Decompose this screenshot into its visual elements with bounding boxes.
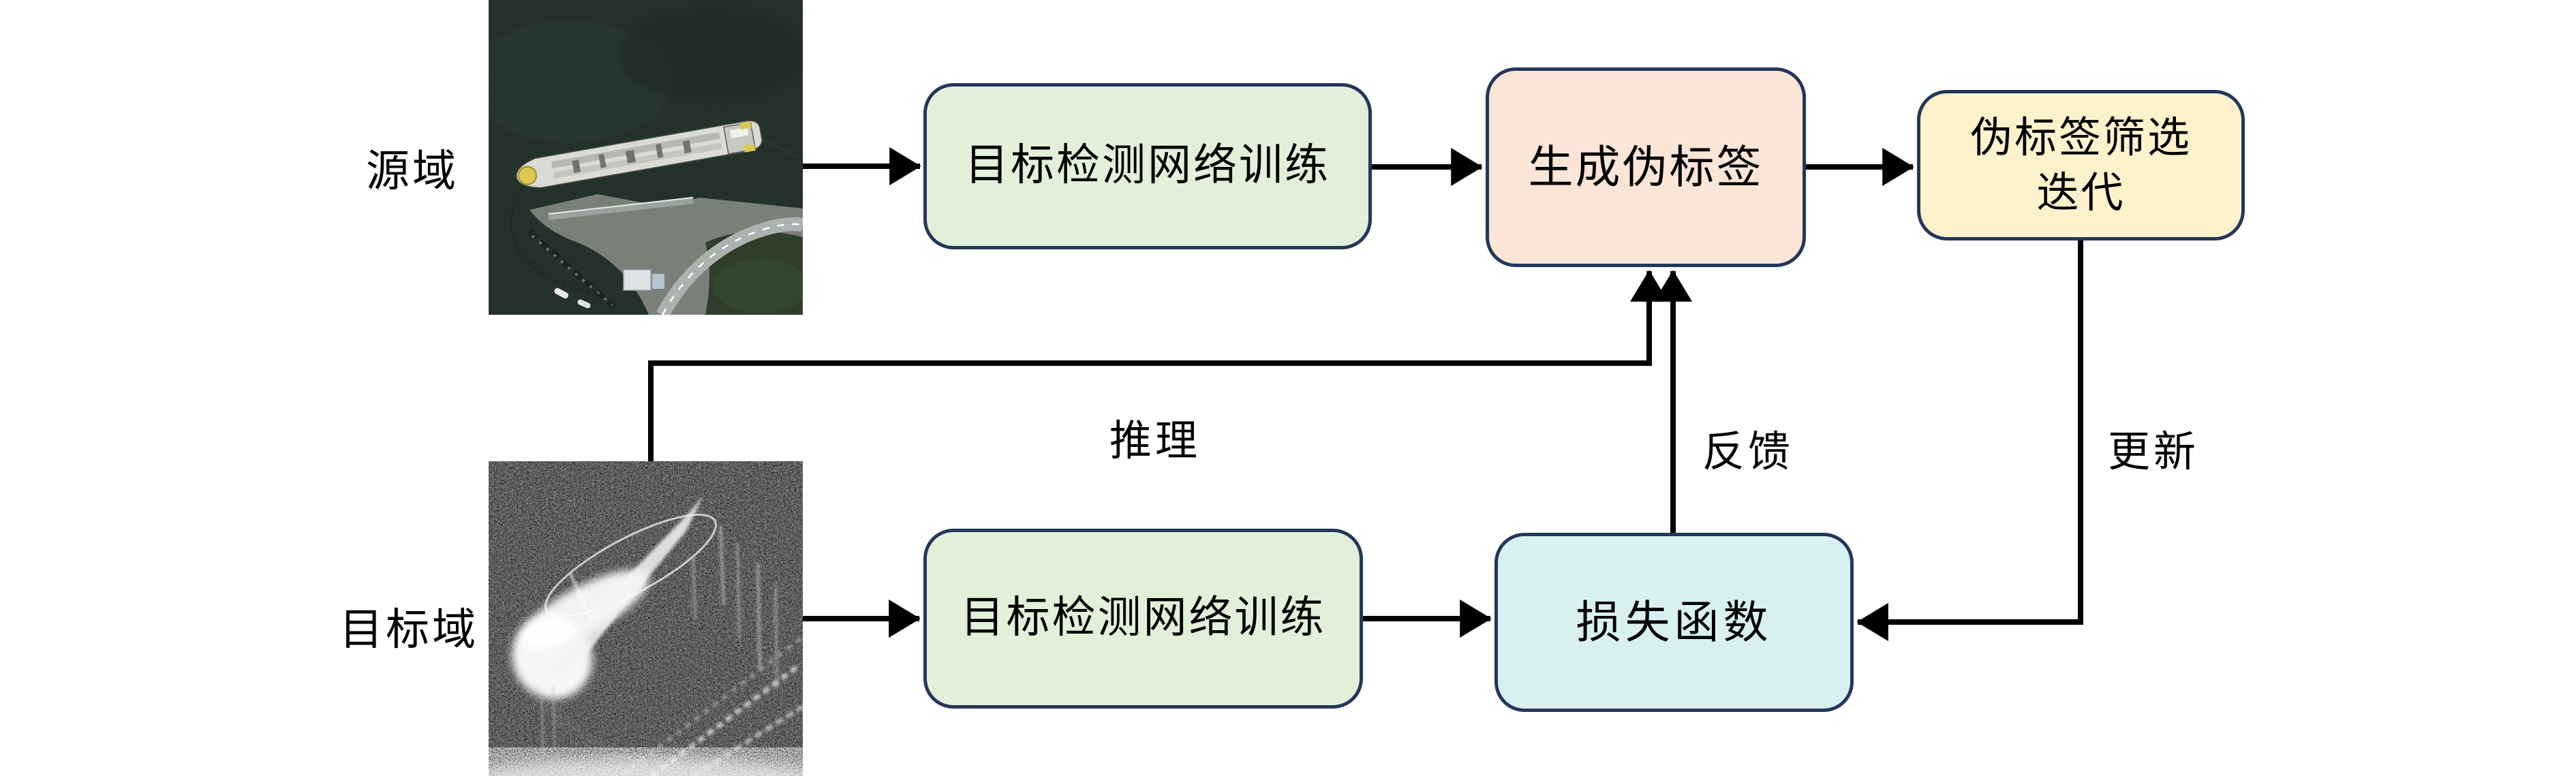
target-domain-label: 目标域 — [339, 605, 478, 655]
node-loss-function-label: 损失函数 — [1576, 595, 1773, 649]
node-pseudo-label-filter-iteration: 伪标签筛选 迭代 — [1917, 90, 2245, 240]
edge-label-feedback: 反馈 — [1702, 426, 1794, 476]
node-filter-line1: 伪标签筛选 — [1969, 112, 2192, 162]
source-domain-photo optical-satellite-image — [489, 0, 803, 315]
node-train-target: 目标检测网络训练 — [923, 529, 1363, 709]
node-train-target-label: 目标检测网络训练 — [960, 593, 1326, 644]
node-filter-line2: 迭代 — [2036, 167, 2126, 217]
node-generate-pseudo-labels: 生成伪标签 — [1486, 67, 1806, 267]
edge-label-inference: 推理 — [1109, 416, 1201, 465]
node-train-source-label: 目标检测网络训练 — [965, 140, 1330, 191]
node-train-source: 目标检测网络训练 — [923, 83, 1372, 249]
edge-update — [1856, 240, 2083, 641]
source-domain-label: 源域 — [366, 146, 459, 197]
node-generate-pseudo-labels-label: 生成伪标签 — [1528, 140, 1764, 193]
edge-label-update: 更新 — [2107, 426, 2199, 476]
node-loss-function: 损失函数 — [1494, 533, 1854, 712]
target-domain-photo sar-image — [489, 461, 803, 776]
